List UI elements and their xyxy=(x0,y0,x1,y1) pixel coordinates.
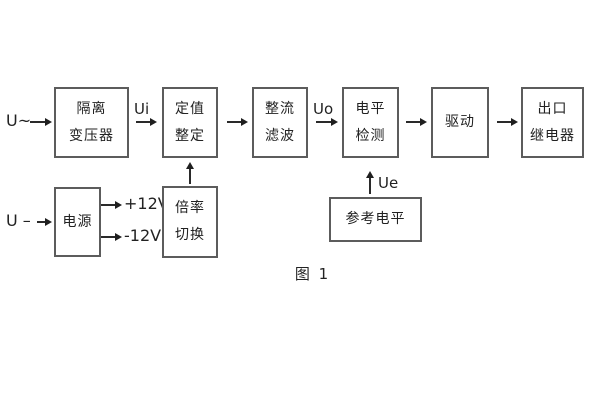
level-detect-line2: 检测 xyxy=(355,127,386,144)
block-ratio-switch: 倍率 切换 xyxy=(162,186,218,258)
output-relay-line1: 出口 xyxy=(537,100,568,117)
block-value-setting: 定值 整定 xyxy=(162,87,218,158)
arrow-dc-input-icon xyxy=(37,221,45,223)
input-dc-label: U – xyxy=(6,211,31,230)
value-setting-line1: 定值 xyxy=(175,100,205,117)
block-isolation-transformer: 隔离 变压器 xyxy=(54,87,129,158)
rail-pos-label: +12V xyxy=(124,194,169,213)
drive-label: 驱动 xyxy=(445,114,475,130)
arrow-ratio-to-setting-up-icon xyxy=(189,169,191,184)
rectify-filter-line1: 整流 xyxy=(265,100,295,117)
block-level-detect: 电平 检测 xyxy=(342,87,399,158)
block-drive: 驱动 xyxy=(431,87,489,158)
figure-caption: 图 1 xyxy=(294,265,331,283)
arrow-reference-to-level-up-icon xyxy=(369,178,371,194)
arrow-drive-to-relay-icon xyxy=(497,121,511,123)
arrow-ac-input-icon xyxy=(30,121,45,123)
block-output-relay: 出口 继电器 xyxy=(521,87,584,158)
level-detect-line1: 电平 xyxy=(355,100,386,117)
rectify-filter-line2: 滤波 xyxy=(265,127,295,144)
isolation-transformer-line2: 变压器 xyxy=(69,127,114,144)
output-relay-line2: 继电器 xyxy=(530,127,575,144)
arrow-transformer-to-setting-icon xyxy=(136,121,150,123)
isolation-transformer-line1: 隔离 xyxy=(76,100,107,117)
rail-neg-label: -12V xyxy=(124,226,162,245)
reference-level-label: 参考电平 xyxy=(345,211,406,227)
arrow-rail-neg-icon xyxy=(101,236,115,238)
input-ac-label: U~ xyxy=(6,111,32,130)
signal-uo-label: Uo xyxy=(313,100,334,118)
arrow-rail-pos-icon xyxy=(101,204,115,206)
signal-ue-label: Ue xyxy=(378,174,399,192)
block-rectify-filter: 整流 滤波 xyxy=(252,87,308,158)
ratio-switch-line2: 切换 xyxy=(175,227,205,243)
arrow-level-to-drive-icon xyxy=(406,121,420,123)
arrow-rectifier-to-level-icon xyxy=(316,121,331,123)
signal-ui-label: Ui xyxy=(134,100,150,118)
block-power-supply: 电源 xyxy=(54,187,101,257)
power-supply-label: 电源 xyxy=(62,213,93,230)
value-setting-line2: 整定 xyxy=(175,127,205,144)
block-reference-level: 参考电平 xyxy=(329,197,422,242)
arrow-setting-to-rectifier-icon xyxy=(227,121,241,123)
ratio-switch-line1: 倍率 xyxy=(175,200,205,216)
